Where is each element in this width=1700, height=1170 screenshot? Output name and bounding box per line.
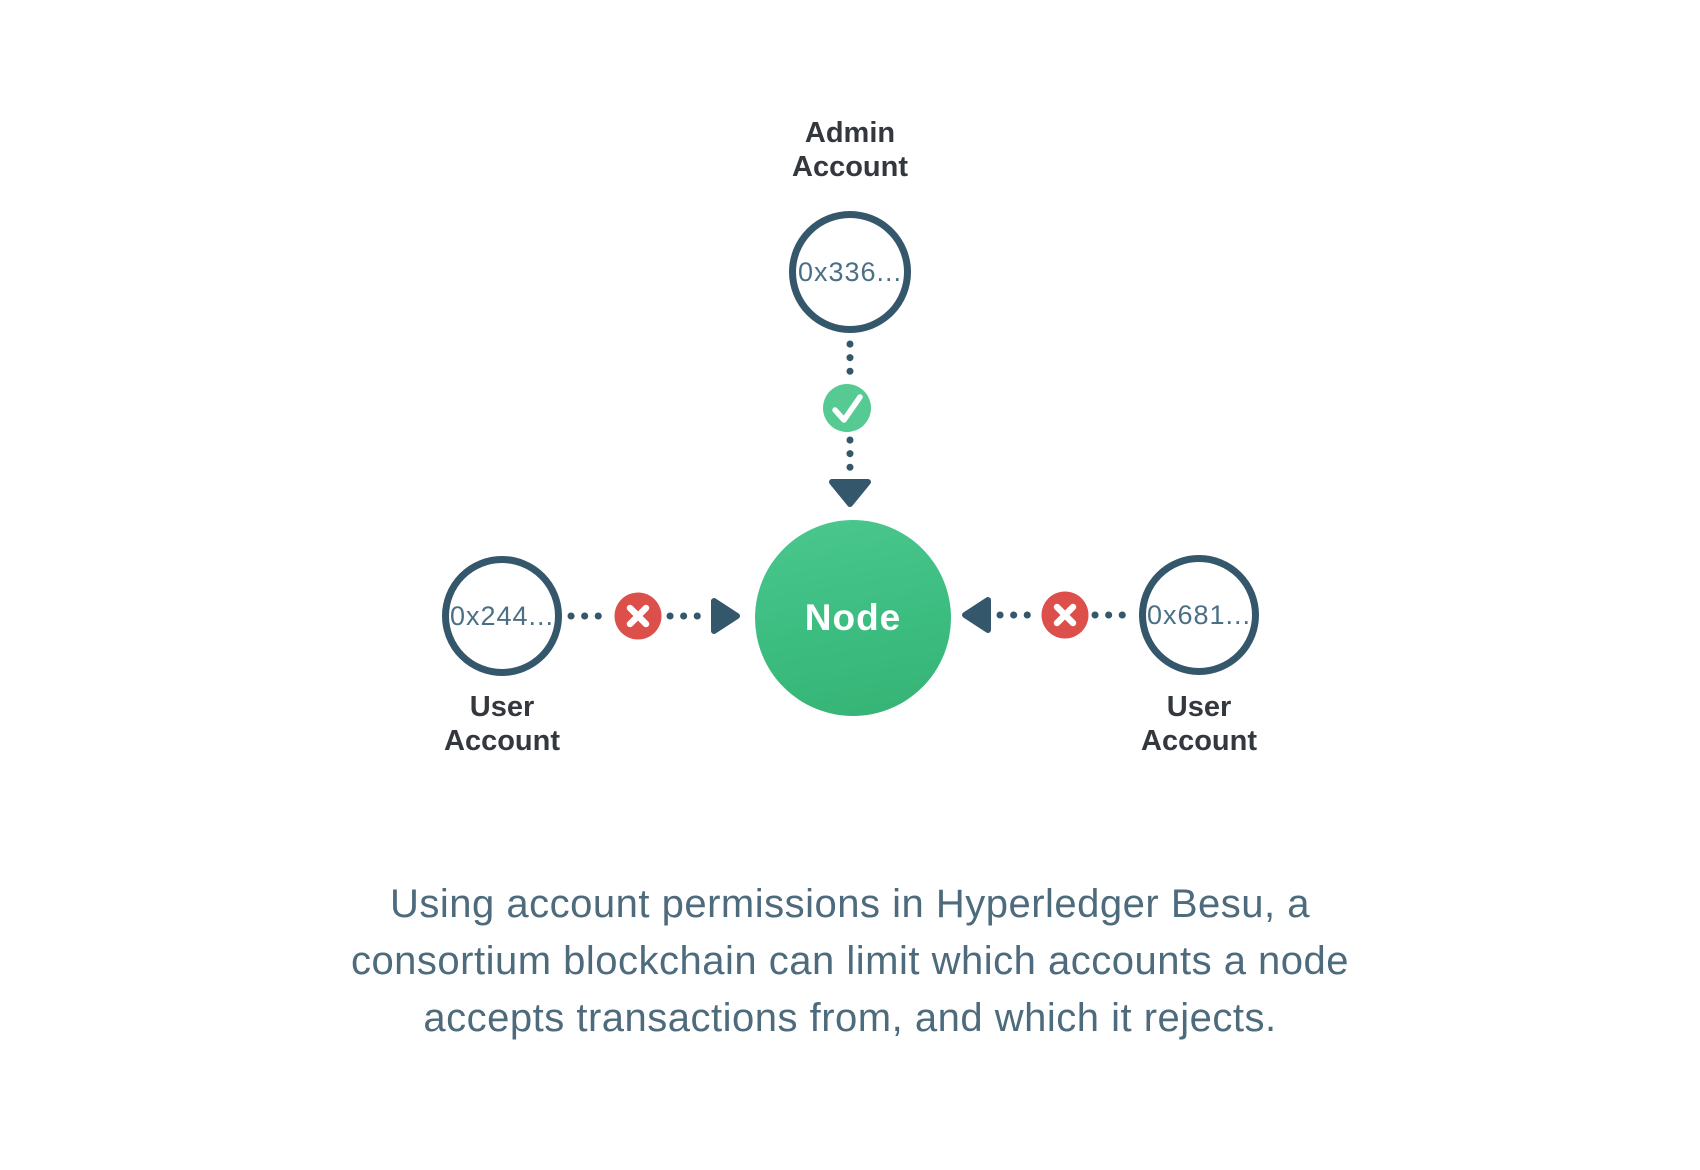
right-user-to-node-connector — [962, 597, 1133, 633]
admin-account-label: Admin Account — [792, 116, 908, 184]
user-account-circle-left: 0x244... — [442, 556, 562, 676]
caption-line3: accepts transactions from, and which it … — [423, 996, 1277, 1040]
admin-account-address: 0x336... — [797, 256, 903, 287]
caption-line2: consortium blockchain can limit which ac… — [350, 939, 1350, 983]
user-account-circle-right: 0x681... — [1139, 555, 1259, 675]
user-account-label-left-line2: Account — [444, 725, 560, 757]
user-account-label-right-line1: User — [1166, 691, 1232, 723]
admin-account-circle: 0x336... — [789, 211, 911, 333]
arrow-down-icon — [829, 479, 871, 507]
user-account-label-right: User Account — [1141, 690, 1257, 758]
admin-account-label-line1: Admin — [804, 117, 896, 149]
node-label: Node — [804, 597, 902, 638]
user-account-label-left-line1: User — [469, 691, 535, 723]
user-account-label-left: User Account — [444, 690, 560, 758]
cross-icon — [1041, 591, 1089, 639]
cross-icon — [614, 592, 662, 640]
node-circle: Node — [755, 520, 951, 716]
caption-text: Using account permissions in Hyperledger… — [125, 876, 1575, 1047]
user-account-address-right: 0x681... — [1146, 599, 1252, 630]
left-user-to-node-connector — [567, 598, 740, 634]
arrow-left-icon — [962, 597, 991, 633]
admin-to-node-connector — [829, 340, 871, 507]
check-icon — [823, 384, 871, 432]
caption-line1: Using account permissions in Hyperledger… — [390, 882, 1310, 926]
admin-account-label-line2: Account — [792, 151, 908, 183]
user-account-label-right-line2: Account — [1141, 725, 1257, 757]
user-account-address-left: 0x244... — [449, 600, 555, 631]
arrow-right-icon — [711, 598, 740, 634]
